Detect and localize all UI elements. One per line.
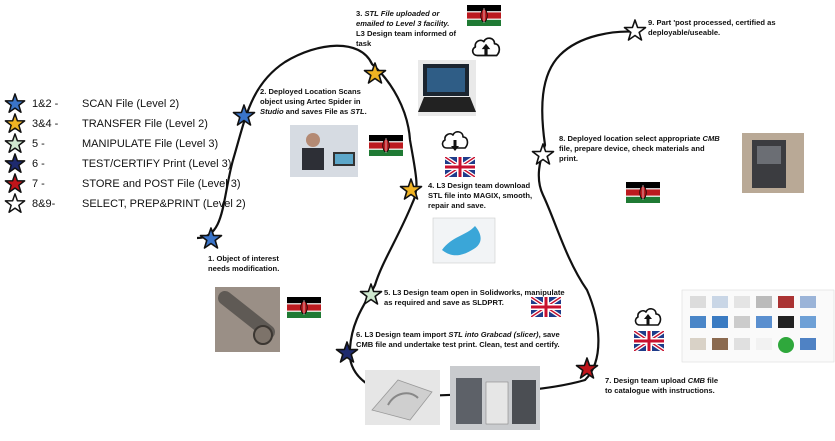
step-5-text: 5. L3 Design team open in Solidworks, ma…: [384, 288, 565, 308]
star-step-8-icon: [531, 143, 555, 165]
cloud-upload-icon: [471, 37, 501, 57]
step-3-line: 3. STL File uploaded or: [356, 9, 440, 18]
cloud-upload-icon: [634, 307, 662, 326]
step-3-line: task: [356, 39, 372, 48]
step-6-line: 6. L3 Design team import STL into Grabca…: [356, 330, 560, 339]
star-step-6-icon: [335, 341, 359, 363]
star-step-4-icon: [399, 178, 423, 200]
step-3-line: emailed to Level 3 facility.: [356, 19, 450, 28]
legend-item: 6 - TEST/CERTIFY Print (Level 3): [4, 153, 232, 173]
kenya-flag-icon: [369, 135, 403, 156]
legend-label: SELECT, PREP&PRINT (Level 2): [82, 198, 246, 210]
legend-code: 3&4 -: [32, 118, 59, 130]
star-step-3-icon: [363, 62, 387, 84]
uk-flag-icon: [445, 157, 475, 177]
step-1-line: 1. Object of interest: [208, 254, 279, 263]
legend-item: 1&2 - SCAN File (Level 2): [4, 93, 180, 113]
printer-room-photo: [450, 366, 540, 430]
step-6-line: CMB file and undertake test print. Clean…: [356, 340, 560, 349]
kenya-flag-icon: [626, 182, 660, 203]
step-8-line: file, prepare device, check materials an…: [559, 144, 705, 153]
star-step-9-icon: [623, 19, 647, 41]
star-step-1-icon: [199, 227, 223, 249]
kenya-flag-icon: [467, 5, 501, 26]
legend-item: 3&4 - TRANSFER File (Level 2): [4, 113, 208, 133]
step-7-line: to catalogue with instructions.: [605, 386, 715, 395]
step-5-line: 5. L3 Design team open in Solidworks, ma…: [384, 288, 565, 297]
scan-operator-photo: [290, 125, 358, 177]
step-6-text: 6. L3 Design team import STL into Grabca…: [356, 330, 560, 350]
kenya-flag-icon: [287, 297, 321, 318]
catalogue-screenshot: [681, 289, 835, 363]
legend-label: TRANSFER File (Level 2): [82, 118, 208, 130]
slicer-model-image: [365, 370, 440, 425]
light-green-star-icon: [4, 133, 26, 153]
step-9-line: deployable/useable.: [648, 28, 721, 37]
legend-code: 5 -: [32, 138, 45, 150]
legend-item: 8&9- SELECT, PREP&PRINT (Level 2): [4, 193, 246, 213]
yellow-star-icon: [4, 113, 26, 133]
printer-deployed-photo: [742, 133, 804, 193]
laptop-photo: [418, 60, 476, 116]
step-1-line: needs modification.: [208, 264, 280, 273]
legend-label: MANIPULATE File (Level 3): [82, 138, 219, 150]
legend-label: TEST/CERTIFY Print (Level 3): [82, 158, 232, 170]
cloud-download-icon: [441, 130, 469, 152]
step-2-line: 2. Deployed Location Scans: [260, 87, 361, 96]
step-2-text: 2. Deployed Location Scans object using …: [260, 87, 367, 117]
step-9-text: 9. Part 'post processed, certified as de…: [648, 18, 776, 38]
navy-star-icon: [4, 153, 26, 173]
legend-code: 6 -: [32, 158, 45, 170]
step-4-line: repair and save.: [428, 201, 486, 210]
uk-flag-icon: [634, 331, 664, 351]
step-3-text: 3. STL File uploaded or emailed to Level…: [356, 9, 456, 49]
legend-label: STORE and POST File (Level 3): [82, 178, 241, 190]
step-4-text: 4. L3 Design team download STL file into…: [428, 181, 532, 211]
legend-item: 5 - MANIPULATE File (Level 3): [4, 133, 219, 153]
step-8-line: print.: [559, 154, 578, 163]
legend-label: SCAN File (Level 2): [82, 98, 180, 110]
legend-code: 7 -: [32, 178, 45, 190]
legend-item: 7 - STORE and POST File (Level 3): [4, 173, 241, 193]
step-2-line: object using Artec Spider in: [260, 97, 361, 106]
step-8-text: 8. Deployed location select appropriate …: [559, 134, 720, 164]
magix-model-screenshot: [432, 217, 496, 264]
red-star-icon: [4, 173, 26, 193]
step-5-line: as required and save as SLDPRT.: [384, 298, 504, 307]
star-step-7-icon: [575, 357, 599, 379]
blue-star-icon: [4, 93, 26, 113]
step-7-text: 7. Design team upload CMB file to catalo…: [605, 376, 718, 396]
white-star-icon: [4, 193, 26, 213]
exhaust-pipe-photo: [215, 287, 280, 352]
star-step-5-icon: [359, 283, 383, 305]
legend-code: 1&2 -: [32, 98, 59, 110]
step-1-text: 1. Object of interest needs modification…: [208, 254, 279, 274]
step-4-line: 4. L3 Design team download: [428, 181, 531, 190]
step-7-line: 7. Design team upload CMB file: [605, 376, 719, 385]
step-8-line: 8. Deployed location select appropriate …: [559, 134, 720, 143]
step-9-line: 9. Part 'post processed, certified as: [648, 18, 776, 27]
step-3-line: L3 Design team informed of: [356, 29, 456, 38]
legend-code: 8&9-: [32, 198, 56, 210]
step-2-line: Studio and saves File as STL.: [260, 107, 367, 116]
step-4-line: STL file into MAGIX, smooth,: [428, 191, 533, 200]
